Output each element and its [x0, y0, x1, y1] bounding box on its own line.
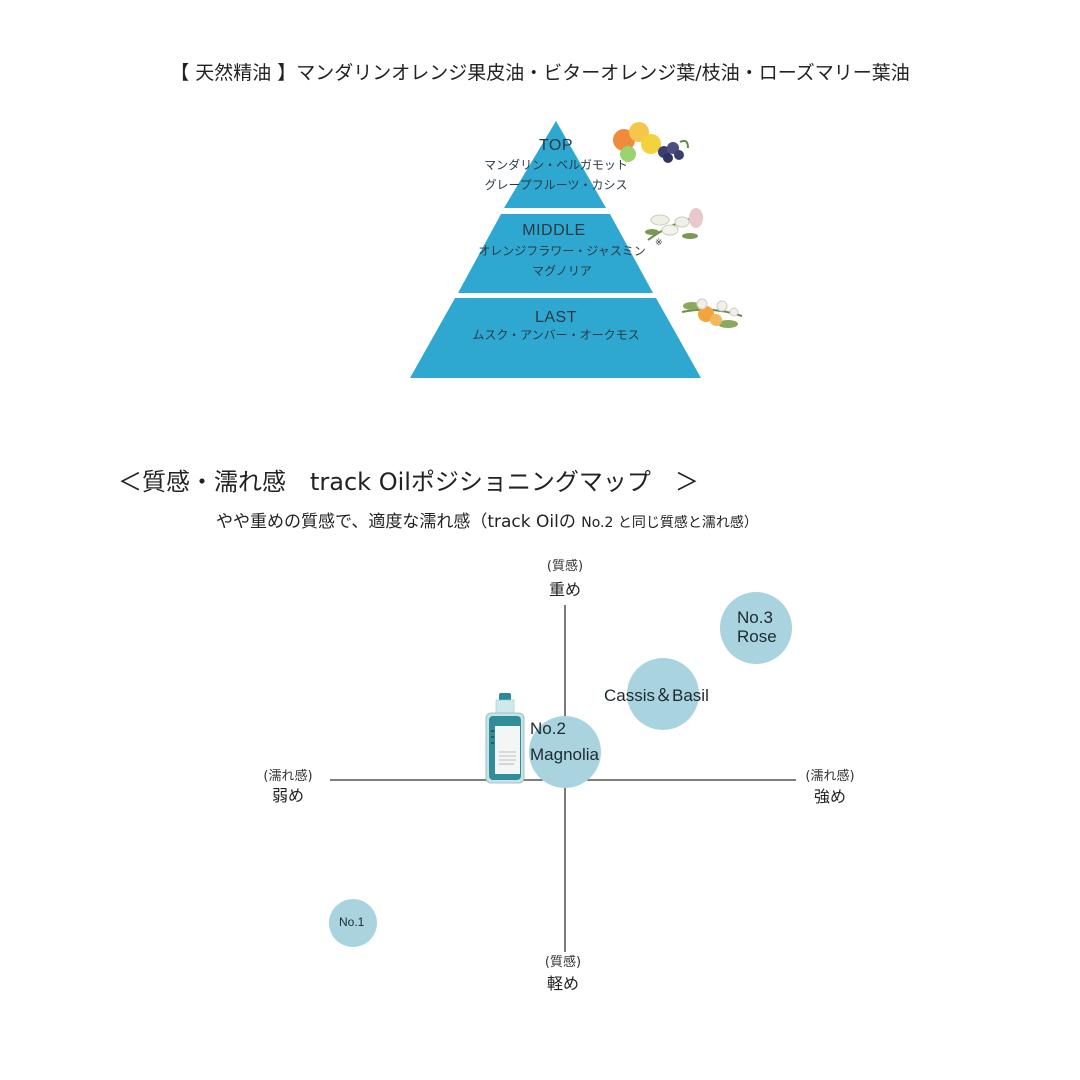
- axis-top-label: 重め: [548, 580, 581, 599]
- orange-flowers-icon: [681, 298, 743, 328]
- bubble-no2-magnolia: [529, 716, 601, 788]
- top-tier-title: TOP: [538, 137, 574, 154]
- label-cassis-basil: Cassis＆Basil: [604, 686, 709, 705]
- pyramid-top-tier: [504, 121, 606, 208]
- map-subtitle-small: No.2 と同じ質感と濡れ感）: [581, 515, 758, 531]
- map-title: ＜質感・濡れ感 track Oilポジショニングマップ ＞: [118, 468, 699, 496]
- label-magnolia: Magnolia: [530, 745, 599, 764]
- ingredients-line: 【 天然精油 】マンダリンオレンジ果皮油・ビターオレンジ葉/枝油・ローズマリー葉…: [170, 62, 910, 84]
- pyramid-last-tier: [410, 298, 701, 378]
- citrus-fruits-icon: [613, 122, 689, 163]
- middle-tier-note-2: マグノリア: [532, 264, 592, 278]
- white-flowers-icon: [645, 208, 703, 241]
- last-tier-title: LAST: [534, 309, 577, 326]
- label-no1: No.1: [339, 915, 365, 929]
- bubble-no1: [329, 899, 377, 947]
- map-subtitle-main: やや重めの質感で、適度な濡れ感（track Oilの: [216, 512, 576, 532]
- axis-right-label: 強め: [813, 787, 846, 806]
- label-no2: No.2: [530, 719, 566, 738]
- top-tier-note-1: マンダリン・ベルガモット: [484, 158, 628, 172]
- label-rose: Rose: [737, 627, 777, 646]
- middle-tier-title: MIDDLE: [522, 222, 586, 239]
- middle-note-mark: ※: [655, 238, 663, 248]
- last-tier-note-1: ムスク・アンバー・オークモス: [472, 328, 640, 342]
- axis-bottom-category: (質感): [544, 955, 582, 970]
- top-tier-note-2: グレープフルーツ・カシス: [484, 178, 628, 192]
- axis-left-label: 弱め: [271, 786, 304, 805]
- pyramid-middle-tier: [458, 214, 653, 293]
- bubble-no3-rose: [720, 592, 792, 664]
- axis-left-category: (濡れ感): [263, 769, 313, 784]
- bubble-cassis-basil: [627, 658, 699, 730]
- axis-bottom-label: 軽め: [546, 974, 579, 993]
- map-subtitle: やや重めの質感で、適度な濡れ感（track Oilの No.2 と同じ質感と濡れ…: [216, 507, 758, 532]
- label-no3: No.3: [737, 608, 773, 627]
- oil-bottle-icon: [485, 693, 525, 784]
- middle-tier-note-1: オレンジフラワー・ジャスミン: [478, 244, 646, 258]
- note-pyramid: ※: [410, 121, 743, 378]
- axis-top-category: (質感): [546, 559, 584, 574]
- axis-right-category: (濡れ感): [805, 769, 855, 784]
